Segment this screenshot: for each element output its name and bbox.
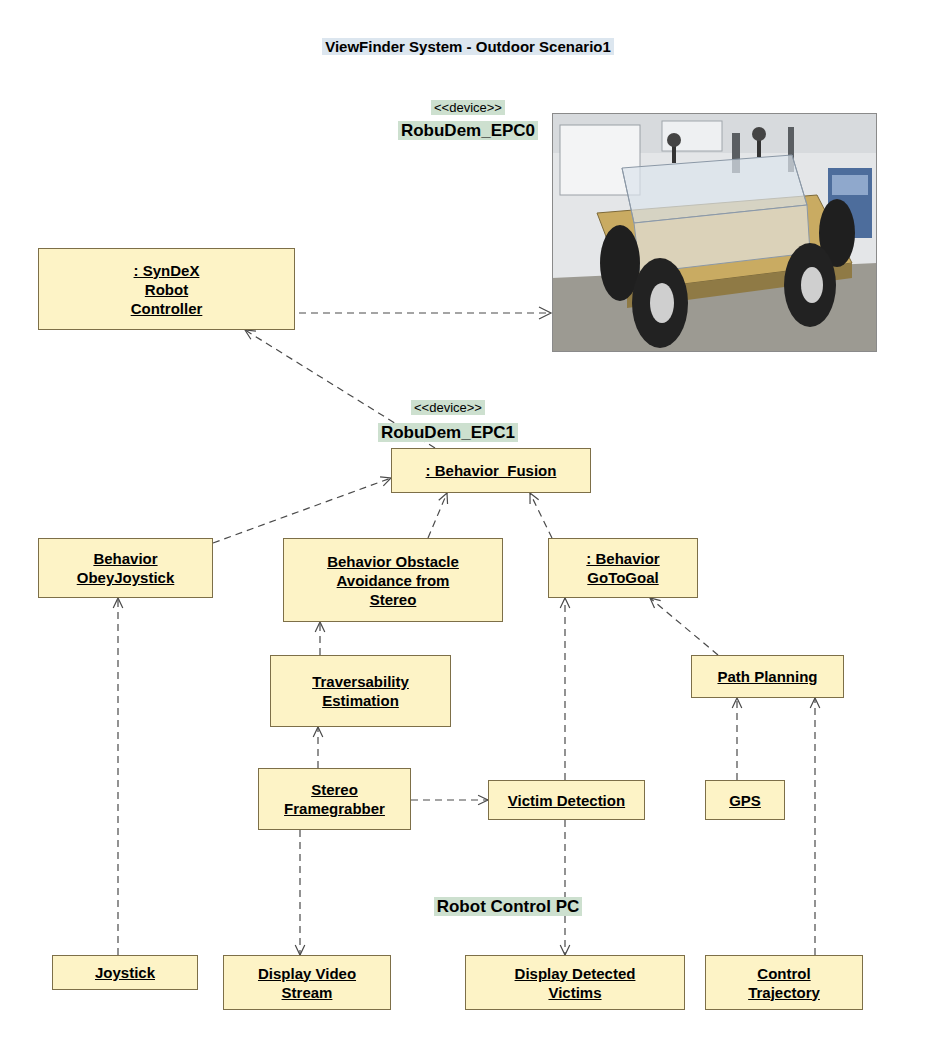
- component-name: Control Trajectory: [734, 964, 834, 1002]
- dashed-line: [411, 799, 488, 800]
- component-name: Traversability Estimation: [296, 672, 426, 710]
- component-name: Behavior ObeyJoystick: [68, 549, 183, 587]
- component-name: : Behavior_Fusion: [426, 461, 557, 480]
- component-box: Display Detected Victims: [465, 955, 685, 1010]
- component-name: Stereo Framegrabber: [275, 780, 395, 818]
- component-box: : Behavior_Fusion: [391, 448, 591, 493]
- device-node: <<device>> RobuDem_EPC0 : SynDeX Robot Con…: [28, 78, 928, 355]
- component-name: : Behavior GoToGoal: [568, 549, 678, 587]
- dashed-line: [564, 598, 565, 780]
- arrow-head: [650, 598, 661, 608]
- component-name: Path Planning: [717, 667, 817, 686]
- arrow-head: [560, 945, 570, 955]
- dashed-line: [117, 598, 118, 955]
- title-holder: RobuDem_EPC1: [338, 423, 558, 443]
- dashed-line: [213, 478, 391, 543]
- dependency-arrow: [213, 477, 391, 543]
- component-box: Behavior Obstacle Avoidance from Stereo: [283, 538, 503, 622]
- title-holder: <<device>>: [358, 100, 578, 116]
- title-holder: RobuDem_EPC0: [358, 121, 578, 141]
- dashed-line: [428, 493, 447, 538]
- node-title: RobuDem_EPC0: [398, 121, 538, 140]
- arrow-head: [732, 698, 742, 708]
- component-box: Joystick: [52, 955, 198, 990]
- arrow-head: [560, 598, 570, 608]
- arrow-head: [295, 945, 305, 955]
- component-name: Behavior Obstacle Avoidance from Stereo: [318, 552, 468, 609]
- arrow-head: [439, 493, 448, 504]
- dependency-arrow: [560, 598, 570, 780]
- component-box: Victim Detection: [488, 780, 645, 820]
- component-name: Display Video Stream: [252, 964, 362, 1002]
- arrow-head: [380, 477, 391, 486]
- arrow-head: [478, 795, 488, 805]
- stereotype-label: <<device>>: [411, 400, 485, 415]
- node-title: ViewFinder System - Outdoor Scenario1: [322, 38, 614, 55]
- dependency-arrow: [560, 820, 570, 955]
- device-node: <<device>> RobuDem_EPC1 : Behavior_FusionB…: [28, 368, 928, 852]
- arrow-head: [113, 598, 123, 608]
- arrow-head: [530, 493, 539, 504]
- dependency-arrow: [650, 598, 718, 655]
- component-box: : SynDeX Robot Controller: [38, 248, 295, 330]
- title-holder: <<device>>: [338, 400, 558, 416]
- dashed-line: [814, 698, 815, 955]
- component-box: GPS: [705, 780, 785, 820]
- dashed-line: [317, 727, 318, 768]
- dependency-arrow: [428, 493, 448, 538]
- component-name: Victim Detection: [508, 791, 625, 810]
- dependency-arrow: [295, 830, 305, 955]
- dashed-line: [299, 830, 300, 955]
- component-box: : Behavior GoToGoal: [548, 538, 698, 598]
- dependency-arrow: [530, 493, 552, 538]
- dashed-line: [650, 598, 718, 655]
- dashed-line: [319, 622, 320, 655]
- dashed-line: [736, 698, 737, 780]
- dependency-arrow: [113, 598, 123, 955]
- component-name: : SynDeX Robot Controller: [119, 261, 214, 318]
- dependency-arrow: [313, 727, 323, 768]
- dependency-arrow: [732, 698, 742, 780]
- arrow-head: [313, 727, 323, 737]
- dependency-arrow: [411, 795, 488, 805]
- package-outline: [8, 0, 928, 1040]
- node-title: Robot Control PC: [434, 897, 583, 916]
- component-name: Joystick: [95, 963, 155, 982]
- dependency-arrow: [315, 622, 325, 655]
- component-box: Display Video Stream: [223, 955, 391, 1010]
- system-package: ViewFinder System - Outdoor Scenario1 <<d…: [8, 0, 928, 1040]
- node-title: RobuDem_EPC1: [378, 423, 518, 442]
- component-box: Behavior ObeyJoystick: [38, 538, 213, 598]
- dependency-arrow: [810, 698, 820, 955]
- title-holder: ViewFinder System - Outdoor Scenario1: [8, 38, 928, 56]
- component-name: GPS: [729, 791, 761, 810]
- component-name: Display Detected Victims: [513, 964, 638, 1002]
- stereotype-label: <<device>>: [431, 100, 505, 115]
- arrow-head: [245, 330, 256, 339]
- title-holder: Robot Control PC: [348, 897, 668, 917]
- arrow-head: [810, 698, 820, 708]
- component-box: Path Planning: [691, 655, 844, 698]
- arrow-head: [315, 622, 325, 632]
- dashed-line: [564, 820, 565, 955]
- device-node: Robot Control PC Joystick Display Video St…: [28, 865, 928, 1033]
- component-box: Control Trajectory: [705, 955, 863, 1010]
- component-box: Traversability Estimation: [270, 655, 451, 727]
- dashed-line: [530, 493, 552, 538]
- component-box: Stereo Framegrabber: [258, 768, 411, 830]
